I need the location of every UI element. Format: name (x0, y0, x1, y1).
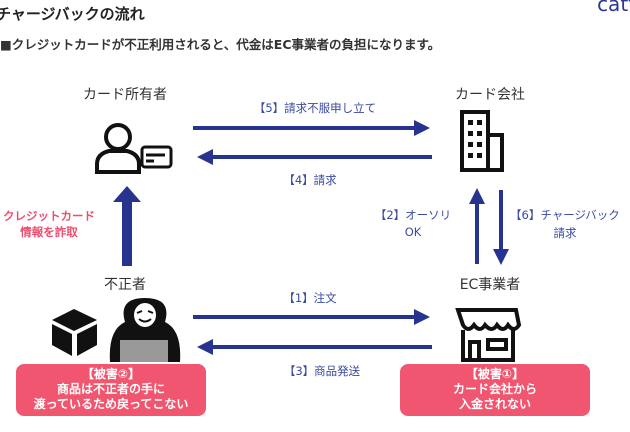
step-3-label: 【3】商品発送 (283, 364, 361, 378)
step-5-label: 【5】請求不服申し立て (253, 101, 377, 115)
damage-line: 入金されない (458, 397, 531, 411)
damage-title: 【被害①】 (465, 367, 525, 381)
step-6-label: 【6】チャージバック (510, 208, 620, 222)
damage-line: カード会社から (452, 382, 537, 396)
fraud-note: クレジットカード 情報を詐取 (0, 208, 108, 240)
actor-cardholder: カード所有者 (83, 87, 167, 103)
damage-box-1: 【被害①】 カード会社から 入金されない (400, 364, 590, 416)
step-1-label: 【1】注文 (283, 291, 337, 305)
building-icon (460, 110, 504, 172)
page-title: チャージバックの流れ (0, 5, 145, 23)
page-subtitle: ■クレジットカードが不正利用されると、代金はEC事業者の負担になります。 (0, 37, 441, 52)
actor-merchant: EC事業者 (459, 277, 521, 293)
damage-line: 渡っているため戻ってこない (33, 397, 189, 411)
store-icon (455, 308, 522, 362)
step-2-label: 【2】オーソリ (374, 208, 452, 222)
damage-box-2: 【被害②】 商品は不正者の手に 渡っているため戻ってこない (16, 364, 206, 416)
step-4-label: 【4】請求 (283, 173, 337, 187)
damage-title: 【被害②】 (81, 367, 141, 381)
hacker-icon (109, 298, 181, 362)
fraud-note-line2: 情報を詐取 (20, 225, 78, 239)
logo: catt (597, 0, 630, 16)
package-icon (52, 309, 97, 356)
damage-line: 商品は不正者の手に (56, 382, 165, 396)
credit-card-icon (140, 145, 173, 169)
actor-fraudster: 不正者 (104, 277, 146, 293)
step-2-ok: OK (404, 225, 422, 239)
fraud-note-line1: クレジットカード (3, 209, 95, 223)
actor-card-company: カード会社 (455, 87, 525, 103)
step-6-sub: 請求 (553, 226, 577, 240)
person-icon (95, 123, 141, 174)
